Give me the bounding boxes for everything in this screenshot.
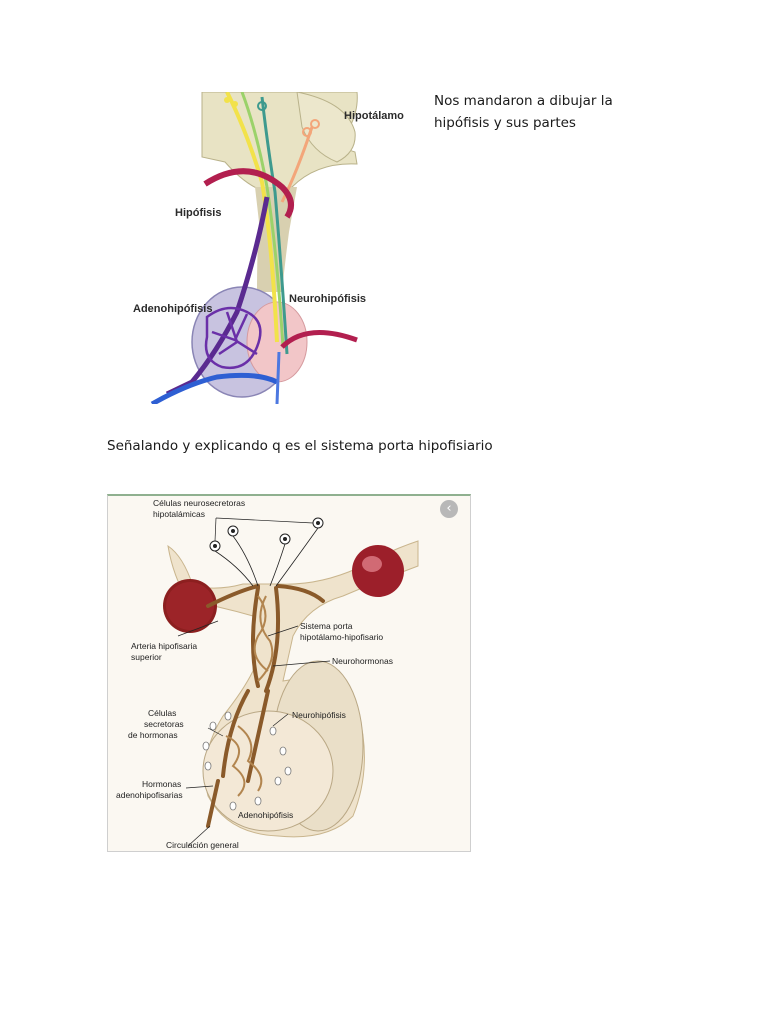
label-hipotalamo: Hipotálamo	[344, 110, 404, 122]
label-arteria-1: Arteria hipofisaria	[131, 641, 197, 651]
label-neurohormonas: Neurohormonas	[332, 656, 393, 666]
label-neurohipofisis-2: Neurohipófisis	[292, 710, 346, 720]
label-circulacion: Circulación general	[166, 840, 239, 850]
chevron-left-icon[interactable]: ‹	[440, 500, 458, 518]
label-celulas-neuro-2: hipotalámicas	[153, 509, 205, 519]
label-hormonas-1: Hormonas	[142, 779, 181, 789]
caption-text: Señalando y explicando q es el sistema p…	[107, 436, 493, 456]
label-hipofisis: Hipófisis	[175, 207, 221, 219]
label-celulas-neuro-1: Células neurosecretoras	[153, 498, 245, 508]
label-sistema-porta-2: hipotálamo-hipofisario	[300, 632, 383, 642]
label-arteria-2: superior	[131, 652, 162, 662]
label-sistema-porta-1: Sistema porta	[300, 621, 353, 631]
label-adenohipofisis: Adenohipófisis	[133, 303, 212, 315]
label-hormonas-2: adenohipofisarias	[116, 790, 183, 800]
label-neurohipofisis: Neurohipófisis	[289, 293, 366, 305]
label-celulas-sec-3: de hormonas	[128, 730, 178, 740]
intro-text: Nos mandaron a dibujar la hipófisis y su…	[434, 90, 634, 134]
label-celulas-sec-1: Células	[148, 708, 176, 718]
pituitary-diagram: Hipotálamo Hipófisis Adenohipófisis Neur…	[107, 92, 419, 404]
portal-system-diagram: Células neurosecretoras hipotalámicas Si…	[107, 494, 471, 852]
label-celulas-sec-2: secretoras	[144, 719, 184, 729]
label-adenohipofisis-2: Adenohipófisis	[238, 810, 293, 820]
